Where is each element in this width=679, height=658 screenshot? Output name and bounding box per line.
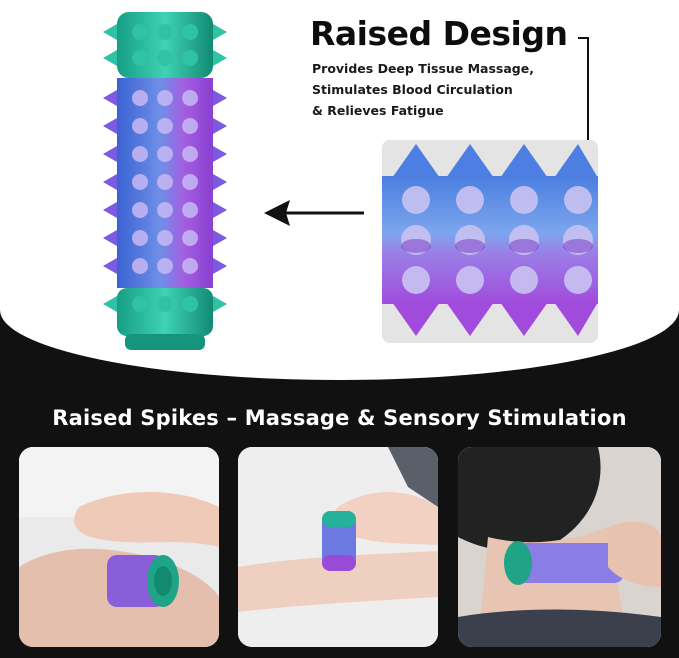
description: Provides Deep Tissue Massage, Stimulates… [312,58,582,121]
roller-illustration [95,4,235,354]
wrist-photo [238,447,438,647]
description-line: Stimulates Blood Circulation [312,82,513,97]
description-line: Provides Deep Tissue Massage, [312,61,534,76]
neck-photo [458,447,661,647]
left-arrow-icon [262,196,366,230]
top-white-panel: Raised Design Provides Deep Tissue Massa… [0,0,679,380]
zoom-detail-image [382,140,598,343]
headline: Raised Design [310,14,568,53]
hand-photo [19,447,219,647]
banner-title: Raised Spikes – Massage & Sensory Stimul… [52,406,627,430]
description-line: & Relieves Fatigue [312,103,444,118]
